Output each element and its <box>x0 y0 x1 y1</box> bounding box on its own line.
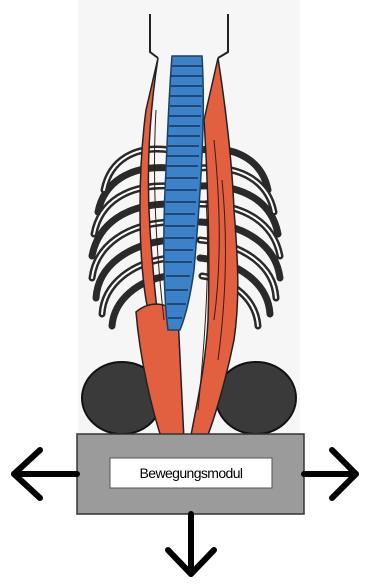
right-kidney <box>216 362 296 434</box>
module-label: Bewegungsmodul <box>140 465 243 481</box>
arrow-right-icon <box>304 450 356 498</box>
arrow-left-icon <box>14 450 77 498</box>
arrow-down-icon <box>168 514 214 574</box>
